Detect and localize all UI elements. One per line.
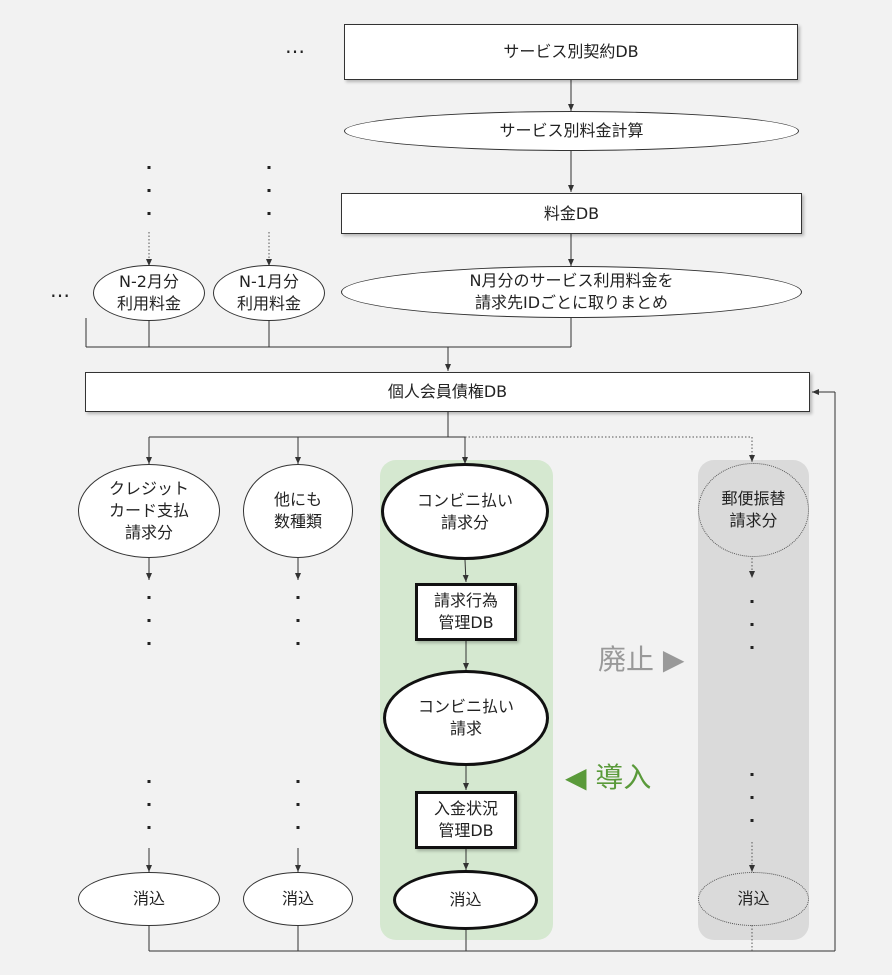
convenience-claim: コンビニ払い 請求分 [381, 463, 549, 560]
credit-card-claim: クレジット カード支払 請求分 [78, 464, 220, 558]
offset-others: 消込 [243, 872, 353, 926]
nm1-fee: N-1月分 利用料金 [213, 265, 325, 321]
service-fee-calc: サービス別料金計算 [344, 111, 799, 151]
other-claims: 他にも 数種類 [243, 464, 353, 558]
postal-transfer-claim: 郵便振替 請求分 [698, 463, 809, 557]
offset-postal: 消込 [698, 872, 809, 926]
n-fee-aggregate: N月分のサービス利用料金を 請求先IDごとに取りまとめ [341, 266, 802, 318]
left-ellipsis: … [50, 278, 72, 302]
service-contract-db: サービス別契約DB [344, 24, 798, 80]
offset-credit: 消込 [78, 872, 220, 926]
payment-status-db: 入金状況 管理DB [415, 791, 517, 849]
convenience-billing: コンビニ払い 請求 [383, 670, 549, 766]
top-ellipsis: … [285, 34, 307, 58]
abolish-label: 廃止 ▶ [598, 643, 685, 676]
fee-db: 料金DB [341, 193, 802, 234]
introduce-label: ◀ 導入 [565, 761, 652, 794]
billing-action-db: 請求行為 管理DB [415, 583, 517, 641]
nm2-fee: N-2月分 利用料金 [93, 265, 205, 321]
offset-convenience: 消込 [393, 870, 538, 930]
member-claims-db: 個人会員債権DB [85, 372, 810, 412]
